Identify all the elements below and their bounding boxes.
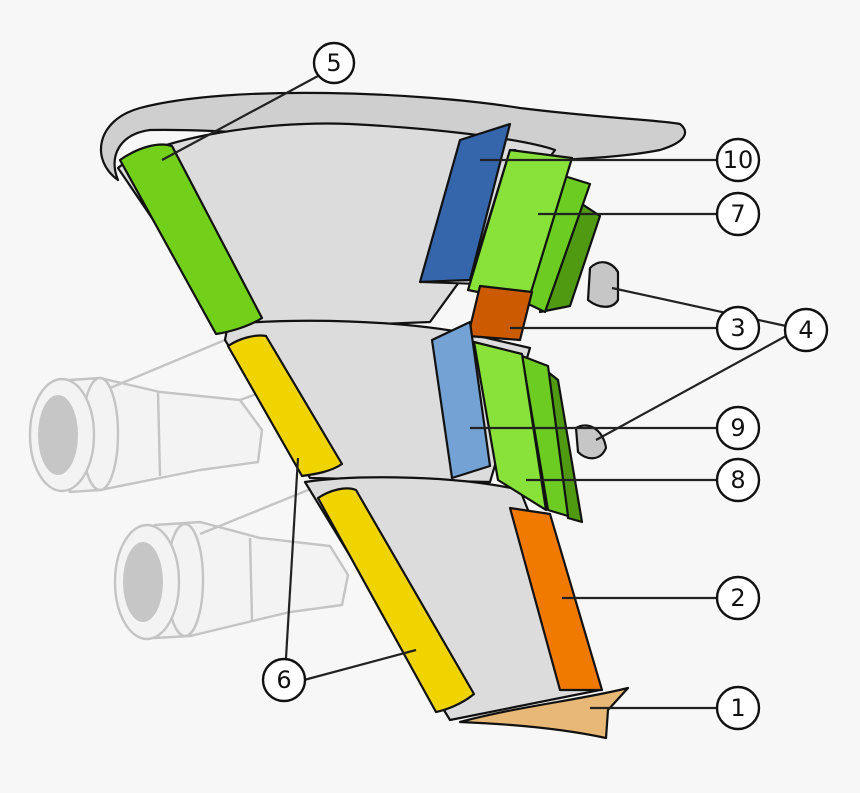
callout-8-label: 8: [730, 466, 745, 494]
callout-4: 4: [783, 307, 829, 353]
callout-6: 6: [261, 657, 307, 703]
ground-spoiler: [466, 284, 534, 342]
callout-5-label: 5: [326, 49, 341, 77]
engine-ghost-outboard: [113, 484, 350, 641]
callout-5: 5: [312, 41, 356, 85]
slat-outboard: [316, 487, 476, 714]
callout-9-label: 9: [730, 414, 745, 442]
callout-1: 1: [715, 685, 761, 731]
flap-track-fairing-lower: [574, 424, 608, 460]
krueger-flap: [118, 143, 264, 336]
callout-6-label: 6: [276, 666, 291, 694]
callout-1-label: 1: [730, 694, 745, 722]
leader-lines: [161, 75, 787, 710]
callout-9: 9: [715, 405, 761, 451]
callout-2-label: 2: [730, 584, 745, 612]
callout-3-label: 3: [730, 314, 745, 342]
spoiler-outboard: [430, 320, 492, 480]
engine-ghost-inboard: [28, 338, 264, 494]
flap-track-fairing-upper: [586, 261, 620, 308]
flap-inboard: [466, 148, 602, 314]
slat-inboard: [226, 334, 344, 478]
callout-7-label: 7: [730, 200, 745, 228]
callout-7: 7: [715, 191, 761, 237]
callout-4-label: 4: [798, 316, 813, 344]
wingtip-device: [458, 686, 630, 740]
callout-10-label: 10: [723, 146, 754, 174]
callout-10: 10: [715, 137, 761, 183]
callout-8: 8: [715, 457, 761, 503]
flap-outboard: [472, 340, 584, 524]
callout-3: 3: [715, 305, 761, 351]
aileron: [508, 506, 604, 692]
callout-2: 2: [715, 575, 761, 621]
